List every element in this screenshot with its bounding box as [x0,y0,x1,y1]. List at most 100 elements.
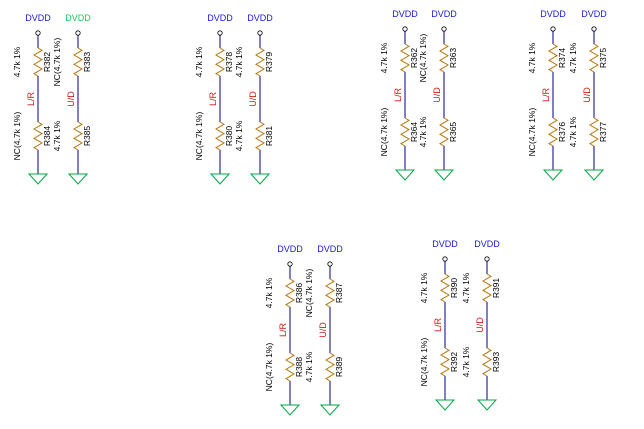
bottom-resistor-value: 4.7k 1% [568,116,578,147]
bottom-resistor-value: NC(4.7k 1%) [379,108,389,157]
power-label: DVDD [317,244,343,254]
bottom-resistor-icon [255,121,265,151]
top-resistor-ref: R374 [557,48,567,69]
power-terminal-icon [402,26,408,32]
top-resistor-value: 4.7k 1% [12,46,22,77]
ground-icon [27,173,49,185]
top-resistor-ref: R375 [598,48,608,69]
ground-icon [319,404,341,416]
ground-icon [434,399,456,411]
bottom-resistor-icon [33,121,43,151]
power-label: DVDD [25,13,51,23]
top-resistor-value: 4.7k 1% [527,42,537,73]
bottom-resistor-icon [482,347,492,377]
top-resistor-icon [215,47,225,77]
bottom-resistor-ref: R384 [42,126,52,147]
bottom-resistor-ref: R364 [409,122,419,143]
bottom-resistor-value: 4.7k 1% [461,346,471,377]
ground-icon [583,169,605,181]
bottom-resistor-ref: R388 [294,357,304,378]
bottom-resistor-icon [548,117,558,147]
ground-icon [394,169,416,181]
top-resistor-ref: R386 [294,283,304,304]
ground-icon [279,404,301,416]
top-resistor-value: 4.7k 1% [461,272,471,303]
power-label: DVDD [474,239,500,249]
bottom-resistor-icon [73,121,83,151]
bottom-resistor-ref: R385 [82,126,92,147]
net-label: U/D [432,87,442,103]
bottom-resistor-value: 4.7k 1% [234,120,244,151]
bottom-resistor-value: NC(4.7k 1%) [527,108,537,157]
top-resistor-icon [548,43,558,73]
top-resistor-ref: R379 [264,52,274,73]
power-terminal-icon [441,26,447,32]
top-resistor-ref: R391 [491,278,501,299]
bottom-resistor-ref: R380 [224,126,234,147]
bottom-resistor-icon [325,352,335,382]
power-terminal-icon [287,261,293,267]
ground-icon [209,173,231,185]
top-resistor-icon [482,273,492,303]
ground-icon [433,169,455,181]
net-label: U/D [66,91,76,107]
power-terminal-icon [35,30,41,36]
power-label: DVDD [540,9,566,19]
top-resistor-ref: R362 [409,48,419,69]
bottom-resistor-value: NC(4.7k 1%) [194,112,204,161]
top-resistor-icon [255,47,265,77]
power-terminal-icon [217,30,223,36]
power-terminal-icon [257,30,263,36]
top-resistor-value: 4.7k 1% [234,46,244,77]
top-resistor-ref: R390 [449,278,459,299]
power-terminal-icon [591,26,597,32]
bottom-resistor-ref: R381 [264,126,274,147]
power-label: DVDD [65,13,91,23]
ground-icon [542,169,564,181]
power-terminal-icon [484,256,490,262]
net-label: U/D [248,91,258,107]
bottom-resistor-icon [215,121,225,151]
top-resistor-icon [440,273,450,303]
ground-icon [249,173,271,185]
top-resistor-value: 4.7k 1% [419,272,429,303]
top-resistor-value: 4.7k 1% [194,46,204,77]
bottom-resistor-icon [285,352,295,382]
bottom-resistor-value: 4.7k 1% [52,120,62,151]
bottom-resistor-value: 4.7k 1% [418,116,428,147]
power-terminal-icon [442,256,448,262]
top-resistor-icon [73,47,83,77]
bottom-resistor-value: 4.7k 1% [304,351,314,382]
top-resistor-icon [285,278,295,308]
power-label: DVDD [432,239,458,249]
ground-icon [67,173,89,185]
net-label: U/D [582,87,592,103]
bottom-resistor-icon [589,117,599,147]
top-resistor-icon [439,43,449,73]
bottom-resistor-ref: R376 [557,122,567,143]
power-label: DVDD [581,9,607,19]
top-resistor-ref: R382 [42,52,52,73]
power-terminal-icon [550,26,556,32]
net-label: L/R [278,323,288,338]
top-resistor-ref: R387 [334,283,344,304]
top-resistor-value: NC(4.7k 1%) [304,269,314,318]
bottom-resistor-value: NC(4.7k 1%) [12,112,22,161]
bottom-resistor-icon [400,117,410,147]
power-label: DVDD [207,13,233,23]
bottom-resistor-icon [440,347,450,377]
net-label: L/R [393,88,403,103]
net-label: L/R [433,318,443,333]
bottom-resistor-value: NC(4.7k 1%) [419,338,429,387]
top-resistor-icon [325,278,335,308]
power-label: DVDD [277,244,303,254]
